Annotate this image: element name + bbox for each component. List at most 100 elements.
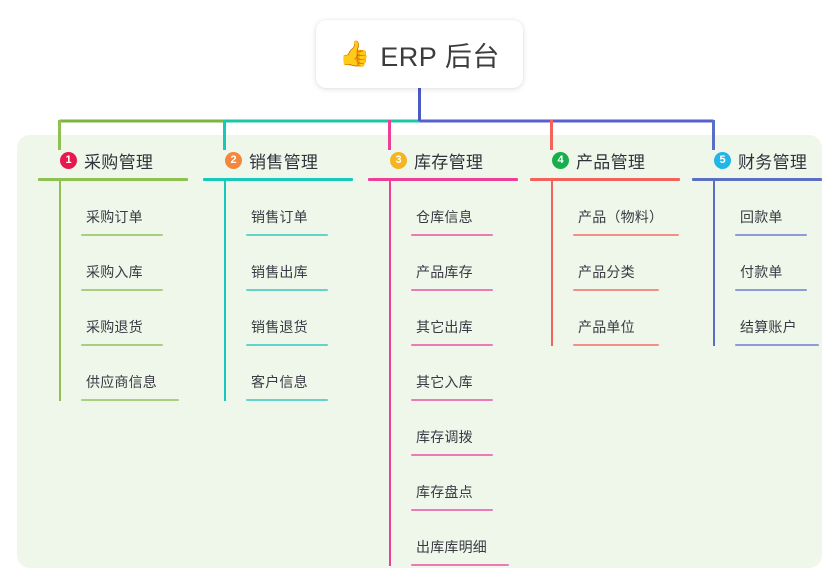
list-item-label: 仓库信息 [416,209,473,225]
list-item[interactable]: 仓库信息 [390,181,518,236]
list-item-rule [411,399,493,401]
list-item-rule [246,289,328,291]
list-item[interactable]: 结算账户 [714,291,822,346]
list-item[interactable]: 销售出库 [225,236,353,291]
list-item[interactable]: 其它入库 [390,346,518,401]
list-item-label: 产品库存 [416,264,473,280]
list-item-label: 采购入库 [86,264,143,280]
list-item-rule [81,289,163,291]
thumbs-up-icon: 👍 [339,39,371,68]
list-item-label: 销售出库 [251,264,308,280]
column-spine [224,181,226,401]
list-item[interactable]: 销售退货 [225,291,353,346]
list-item-rule [81,399,179,401]
root-title: ERP 后台 [380,41,500,72]
column-header-rule [530,178,680,181]
list-item[interactable]: 库存调拨 [390,401,518,456]
column-header-3[interactable]: 3 库存管理 [368,148,518,172]
column-header-rule [368,178,518,181]
list-item[interactable]: 出库库明细 [390,511,518,566]
list-item-rule [573,234,679,236]
content-panel [17,135,822,568]
list-item-rule [411,509,493,511]
list-item[interactable]: 付款单 [714,236,822,291]
column-badge-icon: 5 [714,151,731,169]
list-item-rule [81,234,163,236]
list-item-rule [735,234,807,236]
column-5: 5 财务管理回款单付款单结算账户 [692,148,822,346]
column-items: 回款单付款单结算账户 [692,181,822,346]
list-item-label: 出库库明细 [416,539,487,555]
list-item-rule [573,289,659,291]
list-item[interactable]: 库存盘点 [390,456,518,511]
list-item-label: 销售退货 [251,319,308,335]
list-item[interactable]: 销售订单 [225,181,353,236]
list-item-rule [246,234,328,236]
list-item-label: 回款单 [740,209,783,225]
column-spine [59,181,61,401]
list-item-rule [411,344,493,346]
column-3: 3 库存管理仓库信息产品库存其它出库其它入库库存调拨库存盘点出库库明细 [368,148,518,566]
column-items: 仓库信息产品库存其它出库其它入库库存调拨库存盘点出库库明细 [368,181,518,566]
column-badge-icon: 3 [390,151,407,169]
column-header-5[interactable]: 5 财务管理 [692,148,822,172]
list-item-rule [246,399,328,401]
list-item-label: 采购退货 [86,319,143,335]
column-title: 财务管理 [738,152,808,172]
list-item[interactable]: 其它出库 [390,291,518,346]
list-item-rule [246,344,328,346]
list-item-label: 产品（物料） [578,209,664,225]
list-item-label: 库存调拨 [416,429,473,445]
list-item[interactable]: 回款单 [714,181,822,236]
list-item-rule [411,234,493,236]
column-header-rule [38,178,188,181]
column-title: 库存管理 [414,152,484,172]
list-item-label: 库存盘点 [416,484,473,500]
list-item[interactable]: 产品库存 [390,236,518,291]
column-badge-icon: 4 [552,151,569,169]
list-item[interactable]: 客户信息 [225,346,353,401]
list-item[interactable]: 采购入库 [60,236,188,291]
column-items: 销售订单销售出库销售退货客户信息 [203,181,353,401]
list-item-rule [411,454,493,456]
list-item-label: 其它入库 [416,374,473,390]
list-item-label: 付款单 [740,264,783,280]
list-item[interactable]: 采购退货 [60,291,188,346]
list-item[interactable]: 产品（物料） [552,181,680,236]
list-item-rule [735,289,807,291]
list-item-label: 产品分类 [578,264,635,280]
list-item-rule [573,344,659,346]
list-item-label: 销售订单 [251,209,308,225]
list-item-rule [81,344,163,346]
list-item-label: 产品单位 [578,319,635,335]
list-item[interactable]: 产品分类 [552,236,680,291]
column-header-4[interactable]: 4 产品管理 [530,148,680,172]
list-item-label: 供应商信息 [86,374,157,390]
root-node[interactable]: 👍 ERP 后台 [316,20,523,88]
column-header-1[interactable]: 1 采购管理 [38,148,188,172]
list-item-rule [735,344,819,346]
column-header-rule [692,178,822,181]
column-spine [389,181,391,566]
column-spine [713,181,715,346]
column-spine [551,181,553,346]
column-1: 1 采购管理采购订单采购入库采购退货供应商信息 [38,148,188,401]
list-item[interactable]: 供应商信息 [60,346,188,401]
column-4: 4 产品管理产品（物料） 产品分类产品单位 [530,148,680,346]
column-header-rule [203,178,353,181]
list-item-label: 客户信息 [251,374,308,390]
list-item-rule [411,289,493,291]
column-badge-icon: 2 [225,151,242,169]
list-item[interactable]: 采购订单 [60,181,188,236]
column-items: 采购订单采购入库采购退货供应商信息 [38,181,188,401]
column-title: 采购管理 [84,152,154,172]
list-item[interactable]: 产品单位 [552,291,680,346]
column-title: 产品管理 [576,152,646,172]
list-item-label: 其它出库 [416,319,473,335]
list-item-label: 结算账户 [740,319,797,335]
list-item-label: 采购订单 [86,209,143,225]
column-items: 产品（物料） 产品分类产品单位 [530,181,680,346]
column-badge-icon: 1 [60,151,77,169]
